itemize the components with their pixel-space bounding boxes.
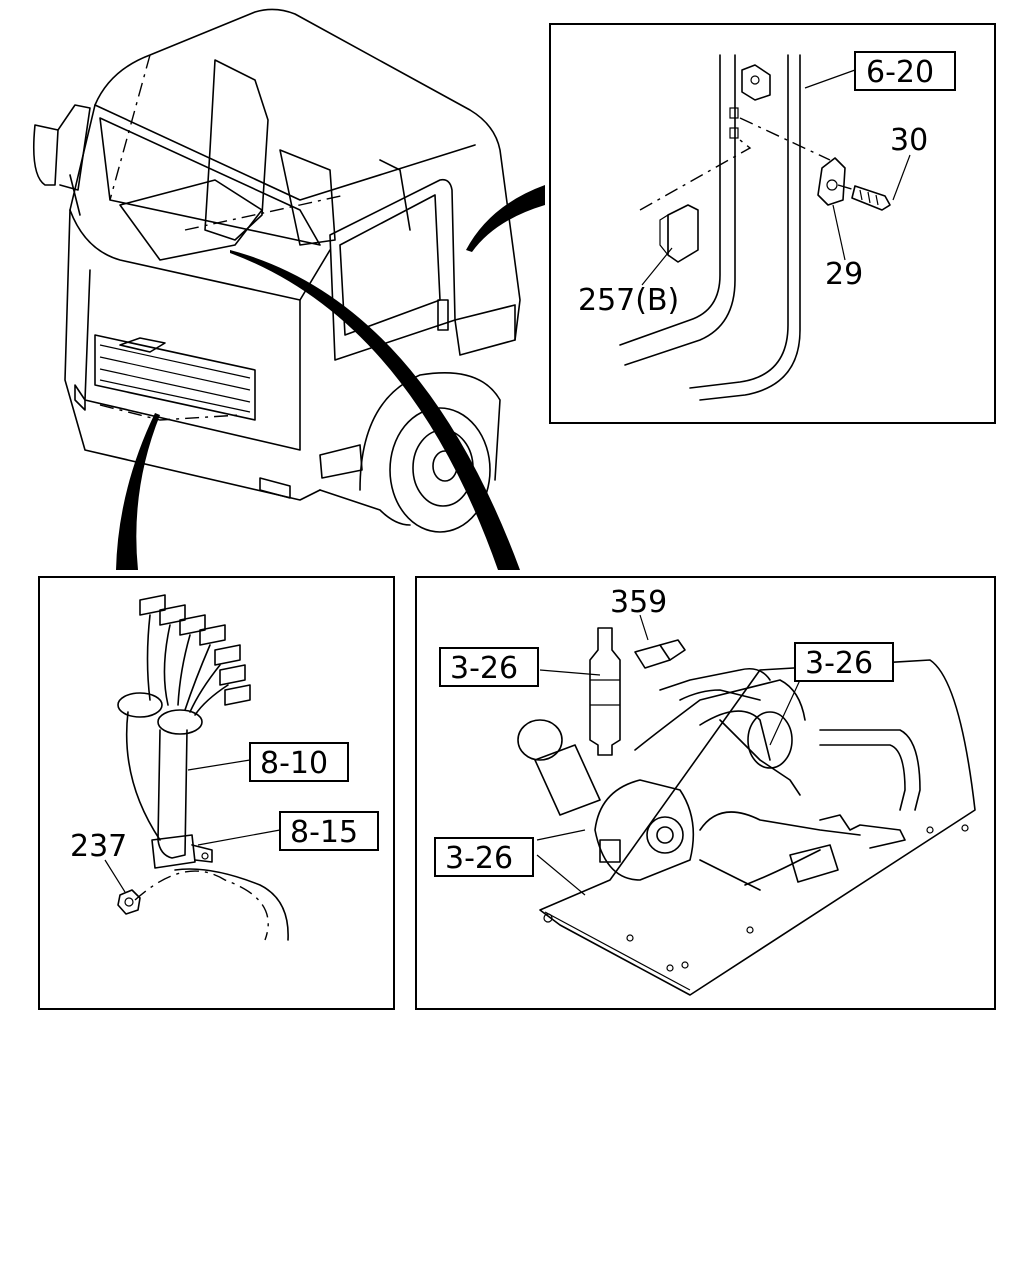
ref-box-3-26-c bbox=[434, 837, 534, 877]
part-label-30: 30 bbox=[890, 123, 928, 158]
ref-box-3-26-b bbox=[794, 642, 894, 682]
part-label-29: 29 bbox=[825, 257, 863, 292]
ref-box-8-15 bbox=[279, 811, 379, 851]
part-label-237: 237 bbox=[70, 829, 127, 864]
panel-valve-assembly bbox=[415, 576, 996, 1010]
ref-box-3-26-a bbox=[439, 647, 539, 687]
callout-pointer-center bbox=[230, 250, 520, 570]
ref-label-3-26-b: 3-26 bbox=[805, 646, 873, 681]
ref-label-3-26-c: 3-26 bbox=[445, 841, 513, 876]
callout-pointer-rear bbox=[466, 185, 545, 252]
panel-harness-grommet bbox=[38, 576, 395, 1010]
ref-label-8-10: 8-10 bbox=[260, 746, 328, 781]
callout-pointer-front bbox=[116, 413, 160, 570]
ref-label-6-20: 6-20 bbox=[866, 55, 934, 90]
ref-label-8-15: 8-15 bbox=[290, 815, 358, 850]
ref-box-6-20 bbox=[854, 51, 956, 91]
ref-box-8-10 bbox=[249, 742, 349, 782]
part-label-359: 359 bbox=[610, 585, 667, 620]
part-label-257b: 257(B) bbox=[578, 283, 679, 318]
ref-label-3-26-a: 3-26 bbox=[450, 651, 518, 686]
truck-cab-illustration bbox=[32, 8, 521, 533]
